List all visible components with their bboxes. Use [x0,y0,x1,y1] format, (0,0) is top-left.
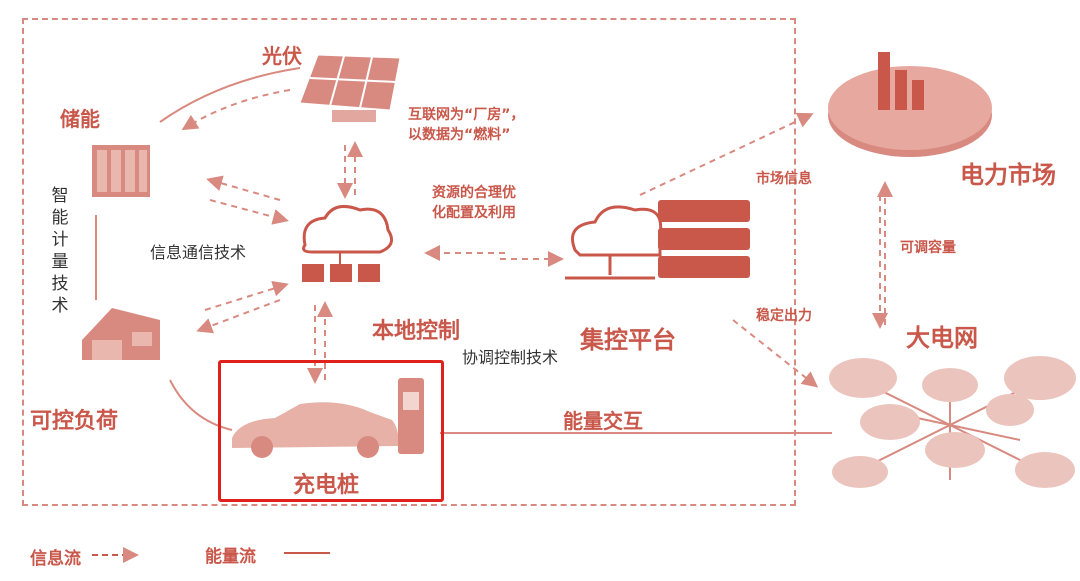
label-internet-factory: 互联网为“厂房”， [408,107,525,123]
label-adjustable-capacity: 可调容量 [900,240,956,256]
label-energy-interaction: 能量交互 [563,409,643,433]
label-data-fuel: 以数据为“燃料” [408,127,511,143]
battery-storage-icon [92,145,150,197]
label-resource-optimize-2: 化配置及利用 [432,205,516,221]
grid-network-icon [829,356,1076,488]
label-stable-output: 稳定出力 [756,308,812,324]
label-market-info: 市场信息 [756,171,812,187]
label-charging-pile: 充电桩 [293,473,360,498]
cloud-icon [302,204,394,282]
car-icon [232,402,399,458]
legend-energy-flow: 能量流 [205,547,256,567]
server-icon [565,200,750,280]
label-big-grid: 大电网 [906,324,978,352]
market-pie-icon [828,52,992,157]
label-info-comm-tech: 信息通信技术 [150,243,247,262]
label-smart-metering: 智能计量技术 [51,186,69,316]
label-solar: 光伏 [262,44,302,68]
solar-panel-icon [299,54,401,122]
label-central-platform: 集控平台 [580,326,676,354]
label-storage: 储能 [60,107,100,131]
charging-pile-highlight [218,360,444,502]
charger-icon [398,378,424,454]
label-resource-optimize-1: 资源的合理优 [432,185,516,201]
house-icon [82,308,160,360]
legend-info-flow: 信息流 [30,549,81,569]
label-electricity-market: 电力市场 [960,161,1056,189]
label-local-control: 本地控制 [372,319,461,344]
local-system-boundary [22,18,796,506]
label-coordinated-control: 协调控制技术 [462,348,559,367]
label-controllable-load: 可控负荷 [30,409,119,434]
